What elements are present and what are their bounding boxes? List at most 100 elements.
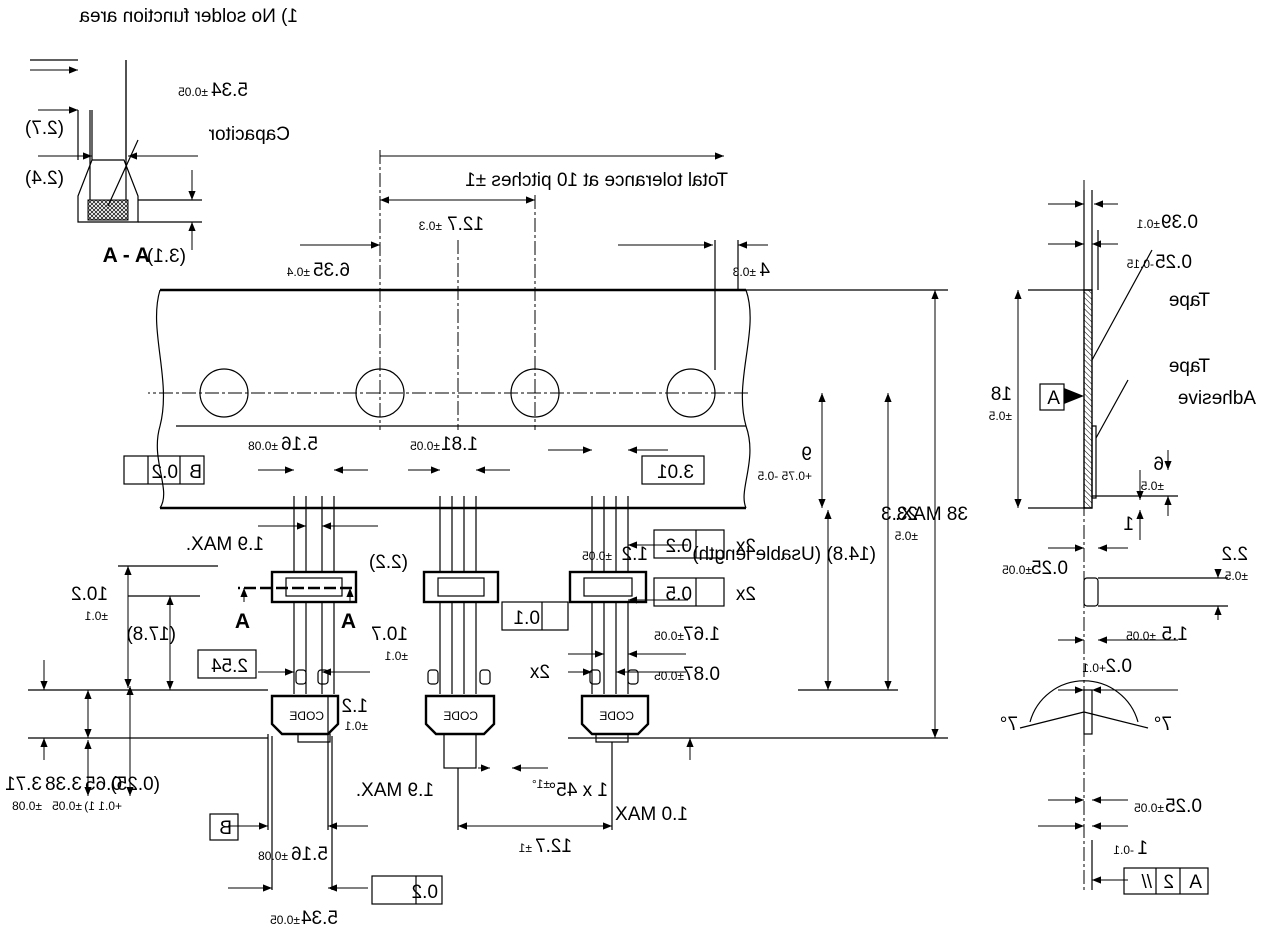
datum-a-frame [1039, 383, 1065, 411]
flatness-01: 0.1 [514, 608, 540, 629]
box-254-frame [197, 649, 257, 679]
section-dim-24: (2.4) [25, 168, 64, 189]
hole-tol: ±0.3 [732, 265, 756, 279]
dim-12-tol: ±0.1 [344, 719, 368, 733]
section-mark-a-right: A [341, 610, 356, 633]
side-dim-22-tol: ±0.5 [1224, 569, 1248, 583]
pin-span-dim: 5.16 [281, 434, 318, 455]
side-dim-025c: 0.25 [1165, 796, 1202, 817]
dim-12: 1.2 [342, 696, 368, 717]
pitch-bottom: 12.7 [535, 836, 572, 857]
adhesive-label: Adhesive [1178, 388, 1256, 409]
datum-b-frame [209, 813, 239, 841]
dim-233-tol: ±0.5 [894, 529, 918, 543]
side-dim-025c-tol: ±0.05 [1134, 801, 1164, 815]
pitch-dim: 12.7 [447, 214, 484, 235]
sprocket-hole [666, 368, 716, 418]
lead-width-dim: 1.81 [441, 434, 478, 455]
dim-371-tol: ±0.08 [12, 799, 42, 813]
dim-065-tol: +0.1 1) [84, 799, 122, 813]
side-dim-18: 18 [991, 384, 1012, 405]
side-dim-02-tol: +0.1 [1082, 661, 1106, 675]
code-left: CODE [599, 709, 634, 723]
side-dim-22: 2.2 [1222, 544, 1248, 565]
bottom-534: 5.34 [301, 908, 338, 929]
dim-371: 3.71 [5, 774, 42, 795]
position-02-count: 2x [735, 536, 756, 557]
offset-dim: 6.35 [313, 260, 350, 281]
position-05-count: 2x [735, 584, 756, 605]
parallelism-symbol: // [1141, 872, 1152, 893]
datum-b-bottom: B [219, 818, 232, 839]
side-dim-025b-tol: ±0.05 [1002, 563, 1032, 577]
lead-12-tol: ±0.05 [582, 549, 612, 563]
flatness-frame-01 [501, 601, 569, 631]
vertical-dimensions [568, 289, 948, 739]
component-left [568, 496, 650, 743]
position-frame-05 [653, 577, 725, 607]
max-38: 38 MAX. [895, 504, 968, 525]
component-middle [422, 496, 500, 769]
side-dim-1b: 1 [1137, 838, 1148, 859]
offset-tol: ±0.4 [286, 265, 310, 279]
flatness-02-bottom: 0.2 [412, 882, 438, 903]
pin-span-tol: ±0.08 [248, 439, 278, 453]
box-301: 3.01 [657, 462, 694, 483]
section-dim-27: (2.7) [25, 118, 64, 139]
dim-338: 3.38 [45, 774, 82, 795]
position-frame-02 [653, 529, 725, 559]
datum-b-top: B [189, 462, 202, 483]
dim-025: (0.25) [110, 774, 160, 795]
side-dim-1: 1 [1123, 514, 1134, 535]
section-width-tol: ±0.05 [178, 85, 208, 99]
pitch-tol: ±0.3 [418, 219, 442, 233]
dim-178: (17.8) [126, 624, 176, 645]
chamfer-dim: 1 x 45° [549, 780, 608, 801]
tape-label: Tape [1169, 290, 1210, 311]
dim-233: 23.3 [881, 504, 918, 525]
sprocket-hole [199, 368, 249, 418]
flatness-frame-bottom [371, 875, 443, 905]
box-301-frame [641, 455, 705, 485]
bottom-516: 5.16 [291, 844, 328, 865]
dim-167-tol: ±0.05 [654, 629, 684, 643]
max-10: 1.0 MAX [615, 804, 688, 825]
position-05: 0.5 [666, 584, 692, 605]
dim-102: 10.2 [71, 584, 108, 605]
bottom-534-tol: ±0.05 [270, 913, 300, 927]
lead-width-tol: ±0.05 [410, 439, 440, 453]
section-label: A - A [103, 244, 150, 267]
dim-338-tol: ±0.05 [52, 799, 82, 813]
side-dim-025: 0.25 [1155, 252, 1192, 273]
dim-9: 9 [801, 444, 812, 465]
dim-102-tol: ±0.1 [84, 609, 108, 623]
dim-087: 0.87 [683, 664, 720, 685]
side-dim-039: 0.39 [1161, 212, 1198, 233]
flatness-02-top: 0.2 [152, 462, 178, 483]
parallelism-datum: A [1189, 872, 1202, 893]
section-line-aa [238, 586, 354, 602]
max-19-top: 1.9 MAX. [186, 534, 264, 555]
dim-087-tol: ±0.05 [654, 669, 684, 683]
no-solder-note: 1) No solder function area [79, 6, 298, 27]
side-dim-039-tol: ±0.1 [1136, 217, 1160, 231]
hole-dim: 4 [759, 260, 770, 281]
side-dim-6-tol: ±0.5 [1140, 479, 1164, 493]
parallelism-frame [1123, 867, 1209, 895]
code-middle: CODE [443, 709, 478, 723]
flatness-frame-top [123, 455, 205, 485]
lead-12-dim: 1.2 [622, 544, 648, 565]
side-dim-18-tol: ±0.5 [988, 409, 1012, 423]
section-aa-detail [38, 60, 202, 250]
side-dim-15-tol: ±0.05 [1126, 629, 1156, 643]
component-dimensions [28, 446, 694, 892]
total-tolerance: Total tolerance at 10 pitches ±1 [465, 170, 728, 191]
side-dim-15: 1.5 [1162, 624, 1188, 645]
capacitor-label: Capacitor [208, 124, 290, 145]
side-view [1014, 180, 1228, 890]
side-angle-right: 7° [1000, 714, 1018, 735]
dim-22: (2.2) [369, 552, 408, 573]
section-width-dim: 5.34 [211, 80, 248, 101]
